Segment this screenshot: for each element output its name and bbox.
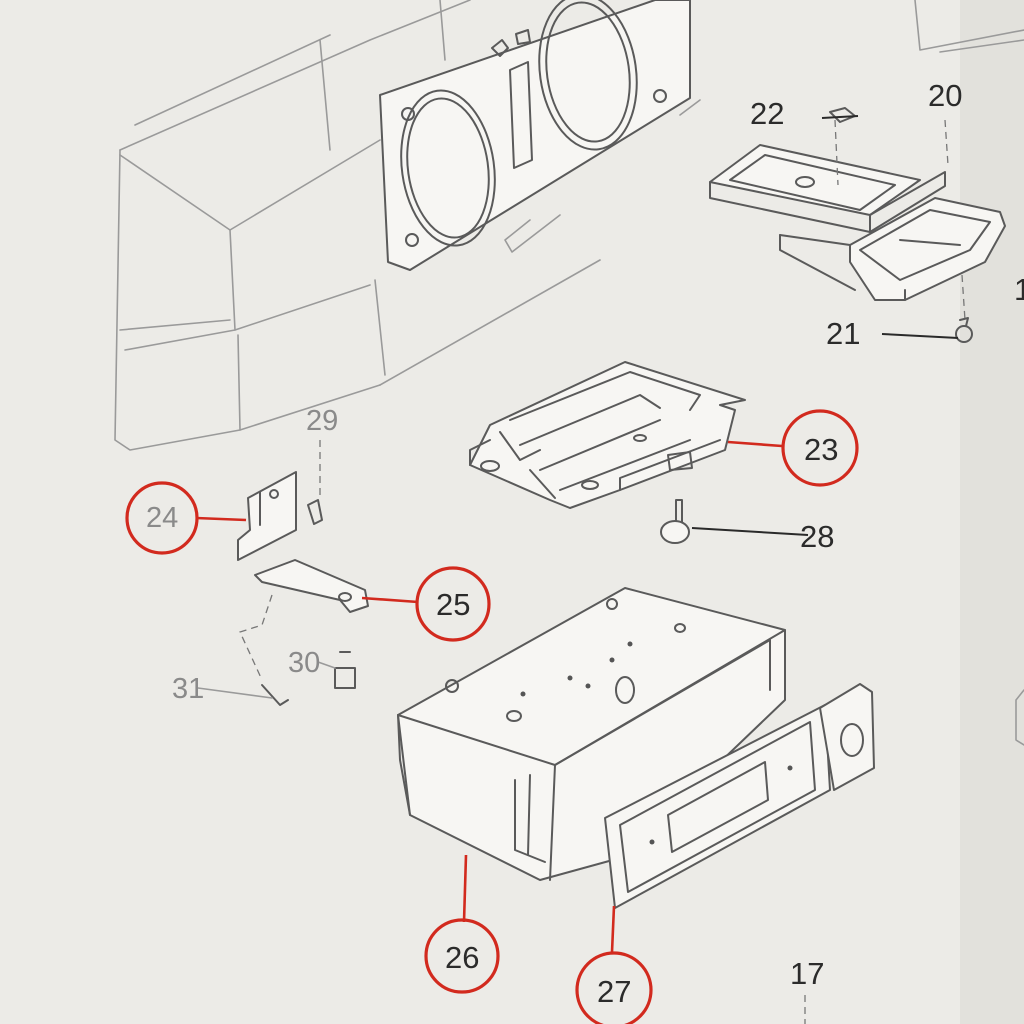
leader-lines [195, 115, 959, 953]
label-1: 1 [1014, 272, 1024, 307]
label-17: 17 [790, 956, 824, 991]
part-24-bracket [237, 471, 297, 561]
label-30: 30 [288, 647, 320, 679]
edge-fragments [804, 39, 1024, 1024]
label-28: 28 [800, 519, 834, 554]
part-22-screw [829, 107, 856, 123]
callout-circle-24 [125, 481, 199, 555]
part-20-tray [709, 119, 1006, 321]
part-30-nut [334, 651, 356, 689]
part-21-screw [955, 317, 973, 343]
label-27: 27 [597, 974, 631, 1009]
part-28-bolt [660, 499, 690, 544]
callout-labels: 20 1 22 21 23 28 29 24 25 30 31 26 27 17 [146, 78, 1024, 1009]
label-31: 31 [172, 673, 204, 705]
label-26: 26 [445, 940, 479, 975]
label-20: 20 [928, 78, 962, 113]
paper-shadow [960, 0, 1024, 1024]
part-25-bracket [239, 559, 369, 681]
callout-circle-27 [575, 951, 653, 1024]
callout-circle-23 [781, 409, 859, 487]
part-26-housing [397, 587, 786, 881]
part-23-bracket [469, 361, 746, 509]
label-25: 25 [436, 587, 470, 622]
label-23: 23 [804, 432, 838, 467]
label-22: 22 [750, 96, 784, 131]
callout-circle-25 [415, 566, 491, 642]
instrument-cluster [379, 0, 691, 271]
callout-circles [125, 409, 859, 1024]
part-31-screw [261, 684, 289, 706]
callout-circle-26 [424, 918, 500, 994]
label-29: 29 [306, 405, 338, 437]
part-27-bezel [604, 683, 875, 909]
label-24: 24 [146, 502, 178, 534]
part-29-screw [307, 440, 323, 525]
label-21: 21 [826, 316, 860, 351]
